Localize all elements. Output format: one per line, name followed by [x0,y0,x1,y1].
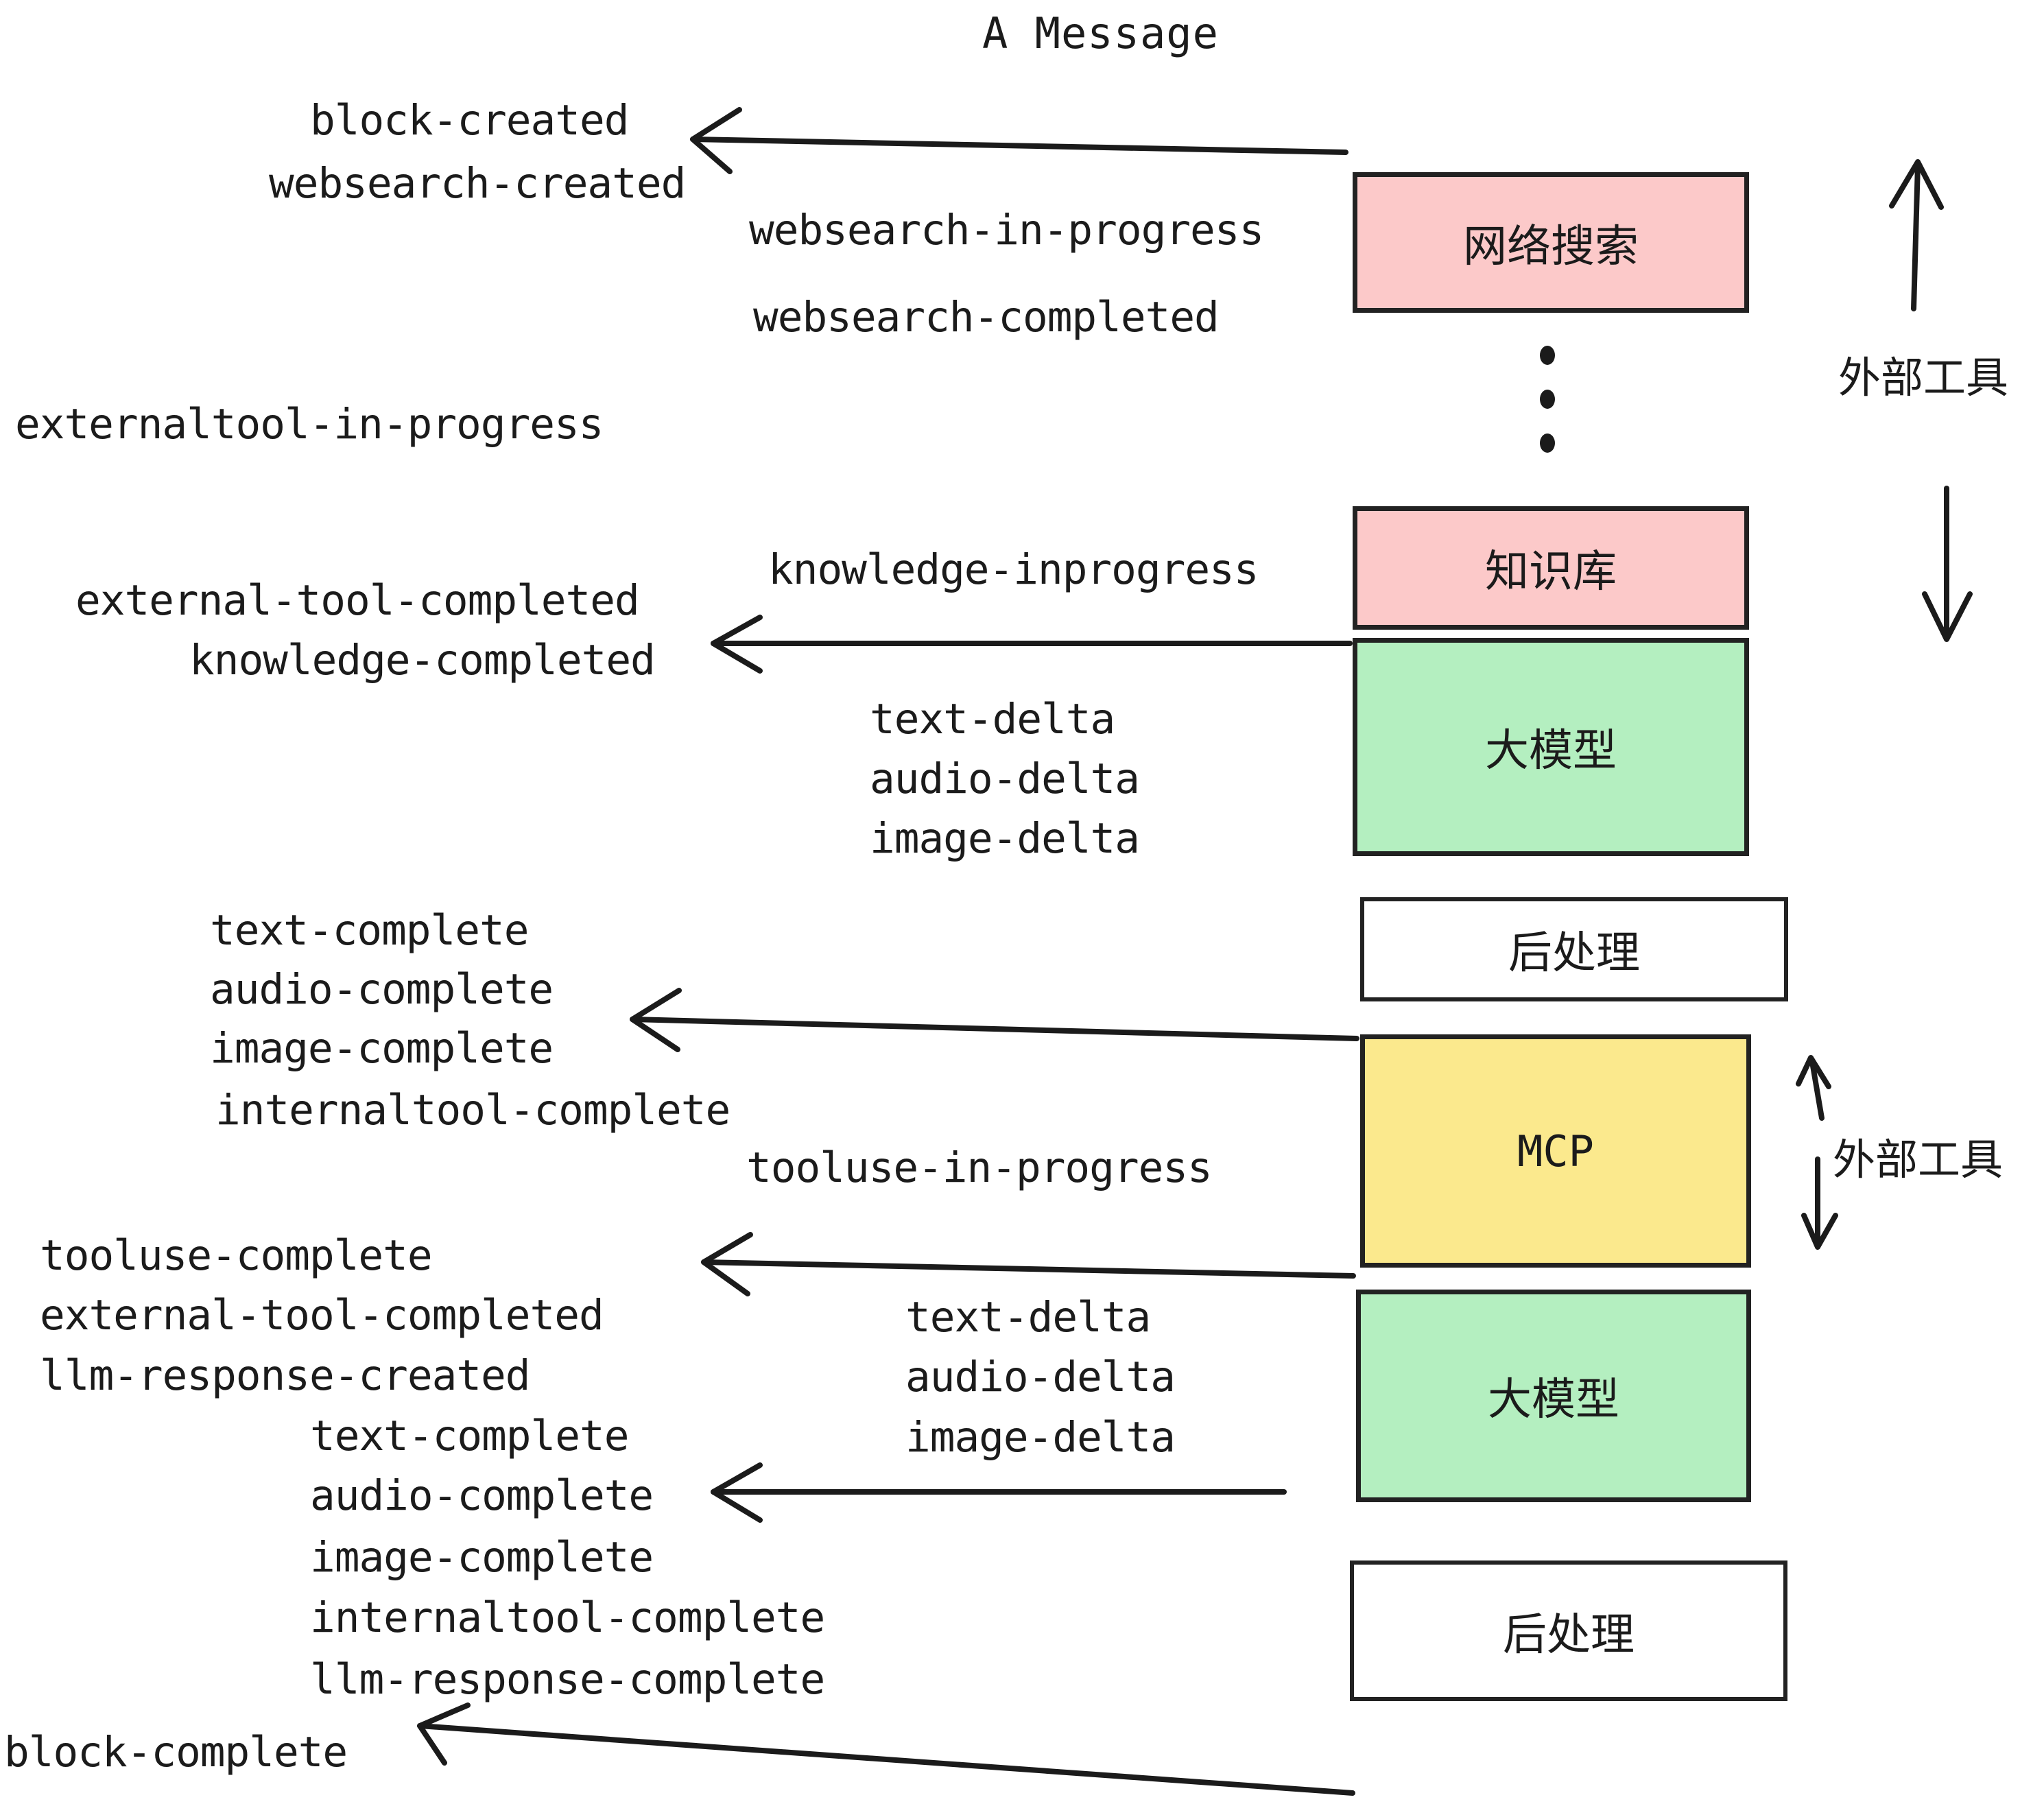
event-label-websearch-in-progress: websearch-in-progress [749,206,1264,254]
node-mcp-label: MCP [1517,1126,1594,1176]
event-label-audio-complete-1: audio-complete [210,965,554,1014]
ellipsis-dot [1540,346,1555,365]
node-websearch[interactable]: 网络搜索 [1353,172,1749,313]
node-llm-upper[interactable]: 大模型 [1353,638,1749,856]
side-label-external-tools-lower: 外部工具 [1833,1135,2004,1185]
event-label-text-delta-2: text-delta [905,1293,1151,1342]
event-label-external-tool-completed-1: external-tool-completed [75,576,640,625]
event-label-tooluse-in-progress: tooluse-in-progress [746,1143,1213,1192]
arrow-external-tools-lower-down [1801,1156,1838,1250]
event-label-image-complete-1: image-complete [210,1024,554,1073]
event-label-image-delta-2: image-delta [905,1413,1176,1462]
node-postprocess-upper-label: 后处理 [1508,928,1640,979]
event-label-text-complete-2: text-complete [310,1412,629,1460]
arrow-external-tools-upper-down [1922,486,1973,642]
event-label-audio-delta-2: audio-delta [905,1353,1176,1401]
node-llm-lower-label: 大模型 [1488,1375,1619,1425]
node-postprocess-upper[interactable]: 后处理 [1360,897,1788,1001]
node-knowledge-base[interactable]: 知识库 [1353,506,1749,630]
event-label-external-tool-completed-2: external-tool-completed [40,1291,604,1340]
event-label-block-created: block-created [310,96,629,145]
event-label-audio-delta-1: audio-delta [870,755,1140,803]
node-postprocess-lower[interactable]: 后处理 [1350,1560,1787,1701]
event-label-image-complete-2: image-complete [310,1533,654,1582]
node-postprocess-lower-label: 后处理 [1503,1609,1635,1661]
arrow-external-tools-upper-up [1889,159,1944,311]
node-knowledge-base-label: 知识库 [1485,547,1617,597]
event-label-llm-response-complete: llm-response-complete [310,1655,825,1704]
event-label-text-complete-1: text-complete [210,906,529,955]
ellipsis-dot [1540,434,1555,453]
arrow-postprocess-lower-to-block-complete [417,1702,1355,1796]
node-mcp[interactable]: MCP [1360,1034,1751,1268]
event-label-tooluse-complete: tooluse-complete [40,1231,433,1280]
event-label-audio-complete-2: audio-complete [310,1471,654,1520]
arrow-websearch-to-block-created [690,107,1348,174]
arrow-postprocess-to-image-complete [630,988,1359,1052]
ellipsis-dot [1540,390,1555,409]
event-label-internaltool-complete-2: internaltool-complete [310,1593,825,1642]
event-label-knowledge-inprogress: knowledge-inprogress [768,545,1259,594]
arrow-llm-lower-to-audio-complete [711,1462,1287,1523]
event-label-internaltool-complete-1: internaltool-complete [215,1086,730,1135]
arrow-knowledge-to-knowledge-completed [711,615,1353,674]
event-label-image-delta-1: image-delta [870,814,1140,863]
event-label-text-delta-1: text-delta [870,695,1115,744]
event-label-llm-response-created: llm-response-created [40,1351,531,1400]
node-llm-upper-label: 大模型 [1485,726,1617,776]
arrow-mcp-to-tooluse-complete [701,1232,1356,1296]
event-label-block-complete: block-complete [4,1728,348,1777]
node-llm-lower[interactable]: 大模型 [1356,1290,1751,1502]
side-label-external-tools-upper: 外部工具 [1838,353,2009,403]
event-label-knowledge-completed: knowledge-completed [189,636,656,685]
diagram-title: A Message [982,8,1219,58]
event-label-externaltool-in-progress: externaltool-in-progress [15,400,604,449]
event-label-websearch-completed: websearch-completed [753,293,1220,342]
event-label-websearch-created: websearch-created [269,159,686,208]
arrow-external-tools-lower-up [1796,1055,1831,1121]
node-websearch-label: 网络搜索 [1463,221,1639,272]
